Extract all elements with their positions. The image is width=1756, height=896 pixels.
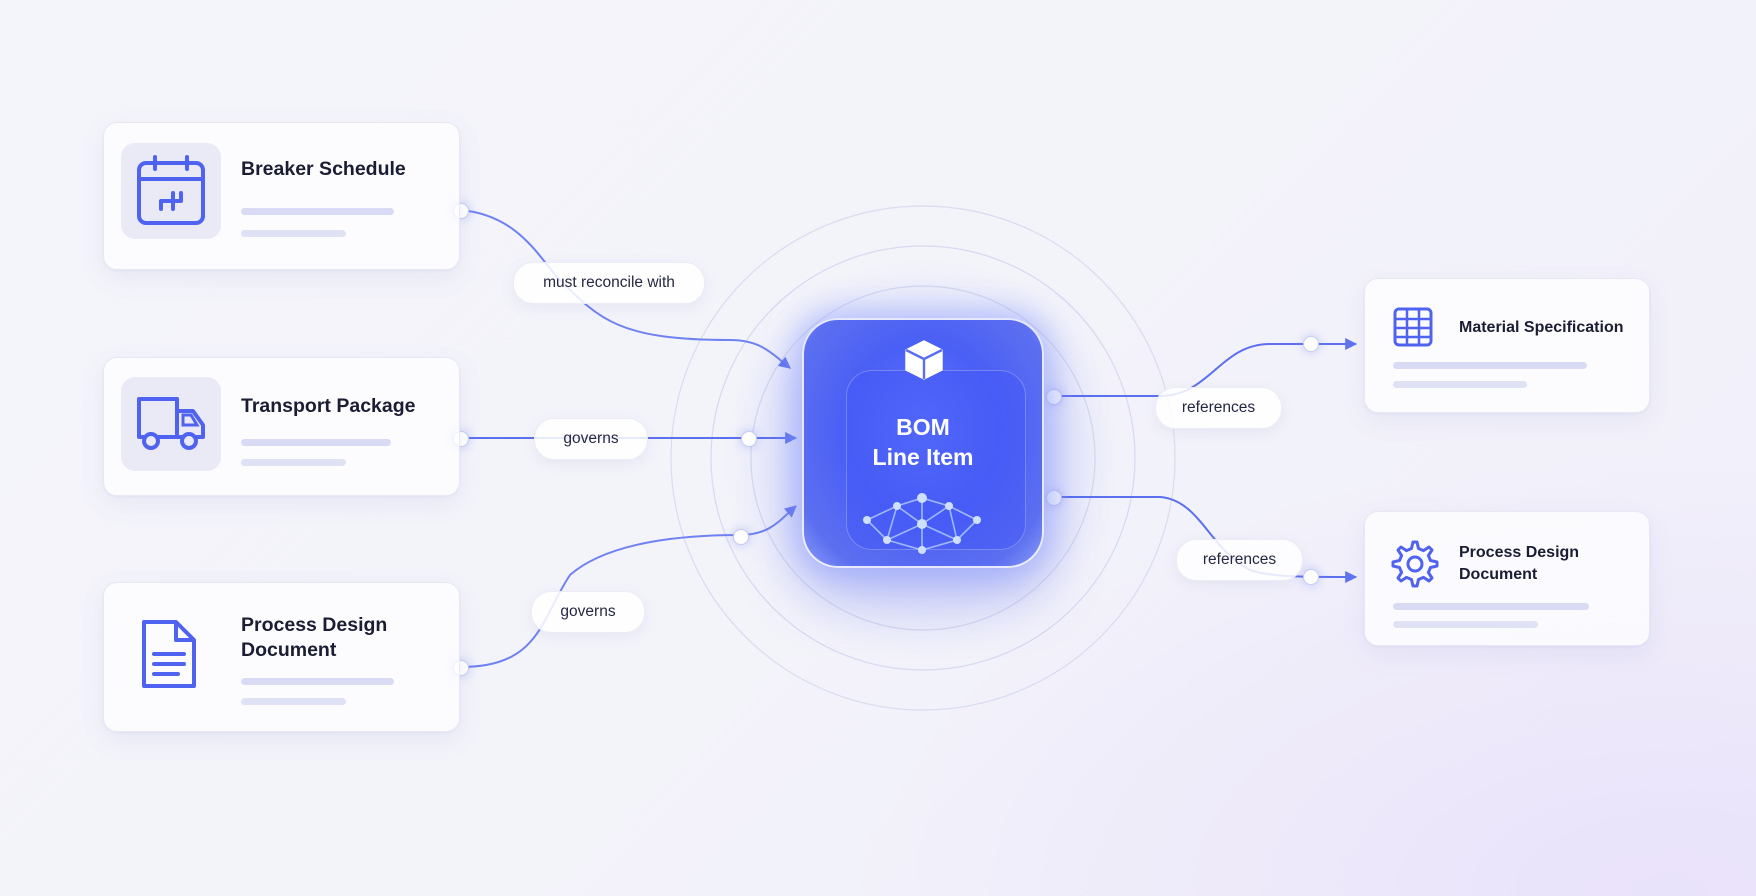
node-card-material-specification[interactable]: Material Specification	[1364, 278, 1650, 413]
node-card-transport-package[interactable]: Transport Package	[103, 357, 460, 496]
placeholder-line	[1393, 381, 1527, 388]
placeholder-line	[241, 678, 394, 685]
node-title: Process Design Document	[1459, 542, 1579, 586]
port-pdd-right	[1303, 569, 1319, 585]
node-title-line1: Process Design	[241, 614, 388, 636]
document-icon	[142, 620, 196, 688]
node-title: Process Design Document	[241, 613, 387, 663]
icon-tile	[134, 617, 202, 691]
port-pdd-left-mid	[733, 529, 749, 545]
port-center-top-right[interactable]	[1046, 389, 1062, 405]
port-material	[1303, 336, 1319, 352]
placeholder-line	[1393, 603, 1589, 610]
edge-label-governs-transport: governs	[534, 418, 648, 460]
center-node-label-line2: Line Item	[872, 444, 974, 470]
node-title-line2: Document	[241, 639, 337, 661]
cube-icon	[903, 338, 945, 382]
node-title-line1: Process Design	[1459, 544, 1580, 561]
node-card-breaker-schedule[interactable]: Breaker Schedule	[103, 122, 460, 270]
placeholder-line	[1393, 362, 1587, 369]
edge-label-must-reconcile: must reconcile with	[513, 262, 705, 304]
port-center-bottom-right[interactable]	[1046, 490, 1062, 506]
icon-tile	[1391, 540, 1439, 588]
node-title: Material Specification	[1459, 319, 1624, 336]
node-title: Breaker Schedule	[241, 158, 406, 180]
center-node-label-line1: BOM	[896, 414, 950, 440]
placeholder-line	[1393, 621, 1538, 628]
node-title: Transport Package	[241, 395, 416, 417]
calendar-icon	[137, 155, 205, 225]
orbit-ring-outer	[670, 205, 1176, 711]
gear-icon	[1391, 540, 1439, 588]
orbit-ring-inner	[750, 285, 1096, 631]
table-icon	[1393, 307, 1433, 347]
placeholder-line	[241, 698, 346, 705]
center-node-label: BOM Line Item	[802, 412, 1044, 472]
node-card-process-design-document-right[interactable]: Process Design Document	[1364, 511, 1650, 646]
port-transport-mid	[741, 431, 757, 447]
placeholder-line	[241, 439, 391, 446]
placeholder-line	[241, 230, 346, 237]
edge-line-breaker	[459, 209, 791, 369]
truck-icon	[137, 397, 205, 450]
edge-label-references-pdd: references	[1176, 539, 1303, 581]
placeholder-line	[241, 208, 394, 215]
edge-label-references-material: references	[1155, 387, 1282, 429]
icon-tile	[1391, 305, 1435, 349]
placeholder-line	[241, 459, 346, 466]
edge-line-pdd-left	[459, 505, 797, 668]
icon-tile	[121, 143, 221, 239]
edge-label-governs-pdd: governs	[531, 591, 645, 633]
node-title-line2: Document	[1459, 566, 1538, 583]
icon-tile	[121, 377, 221, 471]
orbit-ring-middle	[710, 245, 1136, 671]
network-icon	[857, 488, 987, 558]
node-card-process-design-document-left[interactable]: Process Design Document	[103, 582, 460, 732]
center-node-bom-line-item[interactable]: BOM Line Item	[802, 318, 1044, 568]
